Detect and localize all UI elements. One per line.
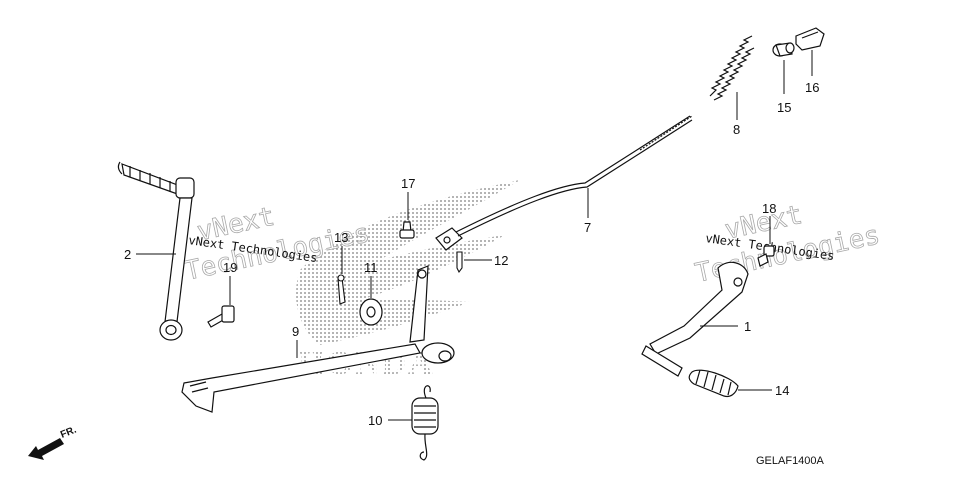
callout-1: 1 xyxy=(744,319,751,334)
part-18-bolt[interactable] xyxy=(757,245,775,267)
part-17-bolt[interactable] xyxy=(399,221,415,239)
part-9-brake-pedal[interactable] xyxy=(181,265,455,413)
part-1-kick-arm[interactable] xyxy=(641,261,749,377)
part-10-spring[interactable] xyxy=(411,385,439,461)
diagram-code: GELAF1400A xyxy=(756,455,825,467)
callout-2: 2 xyxy=(124,247,131,262)
callout-19: 19 xyxy=(223,260,237,275)
callout-12: 12 xyxy=(494,253,508,268)
callout-13: 13 xyxy=(334,230,348,245)
part-13-cotter-pin[interactable] xyxy=(337,274,346,305)
callout-16: 16 xyxy=(805,80,819,95)
callout-10: 10 xyxy=(368,413,382,428)
callout-18: 18 xyxy=(762,201,776,216)
callout-14: 14 xyxy=(775,383,789,398)
front-direction-label: FR. xyxy=(59,424,78,440)
part-16-nut[interactable] xyxy=(795,27,825,51)
part-19-bolt[interactable] xyxy=(207,305,235,328)
front-direction-arrow: FR. xyxy=(28,424,78,460)
part-12-pin[interactable] xyxy=(456,251,463,274)
callout-8: 8 xyxy=(733,122,740,137)
callout-11: 11 xyxy=(364,260,378,275)
callout-15: 15 xyxy=(777,100,791,115)
part-14-grip[interactable] xyxy=(688,369,739,398)
part-7-brake-rod[interactable] xyxy=(435,115,693,251)
part-11-washer[interactable] xyxy=(359,298,383,326)
part-15-collar[interactable] xyxy=(772,42,795,57)
callout-9: 9 xyxy=(292,324,299,339)
callout-17: 17 xyxy=(401,176,415,191)
part-2-lever[interactable] xyxy=(117,161,195,341)
part-8-spring[interactable] xyxy=(709,35,755,101)
callout-7: 7 xyxy=(584,220,591,235)
